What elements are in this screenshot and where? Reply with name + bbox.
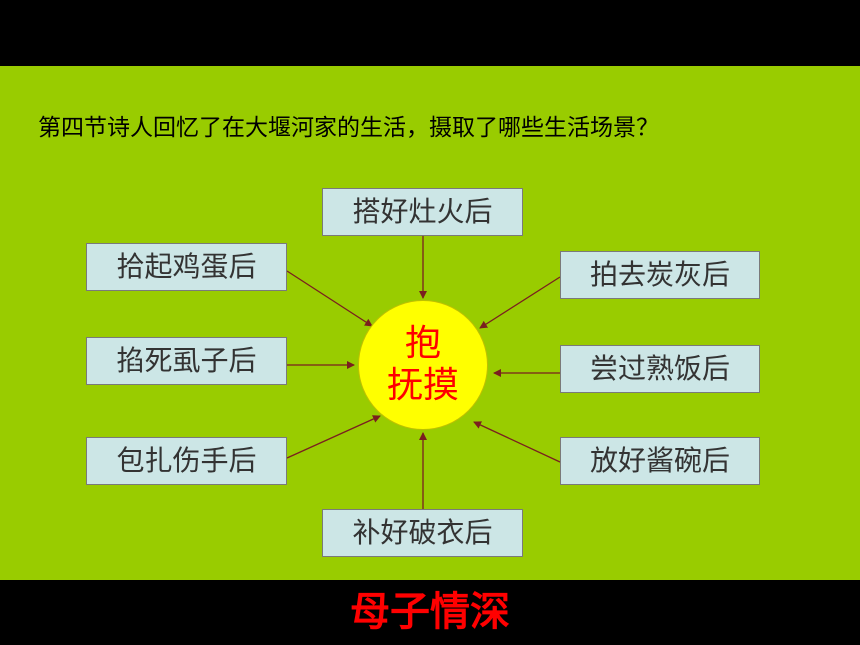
question-text: 第四节诗人回忆了在大堰河家的生活，摄取了哪些生活场景？ <box>38 115 659 141</box>
footer-title: 母子情深 <box>350 588 510 635</box>
bottom-band <box>0 580 860 645</box>
node-left-1: 拾起鸡蛋后 <box>86 243 287 291</box>
center-text-line2: 抚摸 <box>386 365 459 406</box>
node-right-3: 放好酱碗后 <box>560 437 760 485</box>
top-band <box>0 0 860 66</box>
center-circle: 抱 抚摸 <box>358 300 488 430</box>
node-top: 搭好灶火后 <box>322 188 523 236</box>
node-right-2: 尝过熟饭后 <box>560 345 760 393</box>
node-bottom: 补好破衣后 <box>322 509 523 557</box>
node-right-1: 拍去炭灰后 <box>560 251 760 299</box>
node-left-3: 包扎伤手后 <box>86 437 287 485</box>
node-left-2: 掐死虱子后 <box>86 337 287 385</box>
center-text-line1: 抱 <box>404 323 441 364</box>
